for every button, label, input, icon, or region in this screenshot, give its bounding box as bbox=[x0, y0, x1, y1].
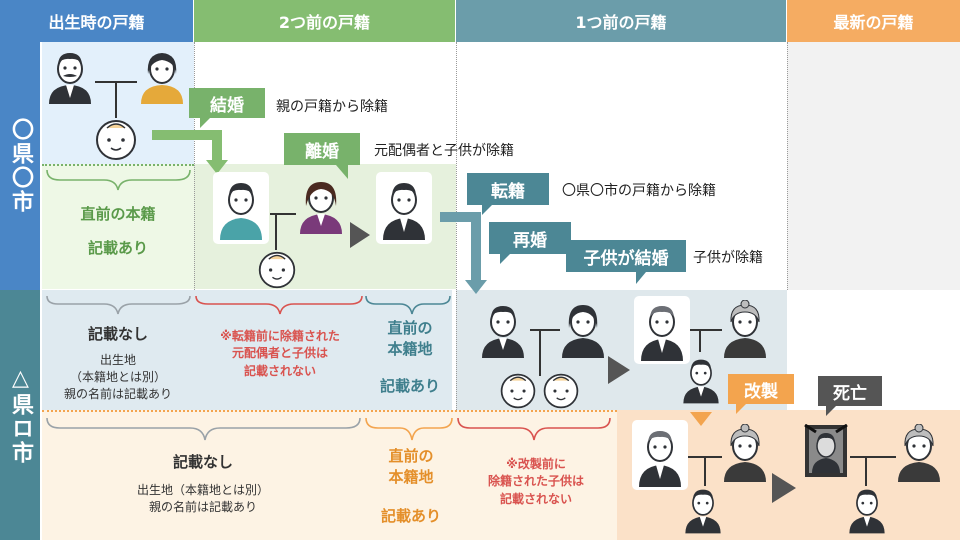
note-divorce: 元配偶者と子供が除籍 bbox=[374, 143, 514, 159]
latest-child-icon bbox=[682, 484, 724, 534]
brace-sankaku-prev bbox=[365, 295, 451, 315]
child-icon bbox=[256, 250, 298, 290]
note-maru-birth-title: 直前の本籍 bbox=[80, 205, 156, 223]
arrow-marriage bbox=[152, 130, 222, 162]
baby-twin-2-icon bbox=[541, 372, 581, 410]
divorced-husband-icon bbox=[376, 172, 432, 244]
tag-remake-tail bbox=[736, 404, 746, 414]
tag-marriage: 結婚 bbox=[189, 88, 265, 118]
new-wife-icon bbox=[558, 300, 608, 358]
older-husband-icon bbox=[634, 296, 690, 364]
tag-death-tail bbox=[826, 406, 836, 416]
zone-sankaku-upper bbox=[42, 290, 452, 410]
tag-transfer: 転籍 bbox=[467, 173, 549, 205]
divider-dotted-2 bbox=[456, 42, 457, 410]
divider-dotted-1 bbox=[194, 42, 195, 290]
latest-husband-icon bbox=[632, 420, 688, 490]
note-sankaku-birth-title: 記載なし bbox=[87, 325, 148, 343]
note-remake-warning: ※改製前に 除籍された子供は 記載されない bbox=[487, 457, 584, 506]
note-transfer-warning: ※転籍前に除籍された 元配偶者と子供は 記載されない bbox=[220, 329, 340, 378]
header-latest: 最新の戸籍 bbox=[787, 0, 960, 42]
row-label-maru-text: 〇県〇市 bbox=[8, 118, 33, 214]
tag-remake: 改製 bbox=[728, 374, 794, 404]
note-maru-birth-sub: 記載あり bbox=[87, 239, 148, 257]
baby-twin-1-icon bbox=[498, 372, 538, 410]
brace-bottom-none bbox=[46, 417, 361, 441]
adult-child-icon bbox=[680, 354, 722, 404]
brace-maru-birth bbox=[46, 169, 191, 191]
note-bottom-none-title: 記載なし bbox=[172, 453, 233, 471]
row-label-sankaku: △県ロ市 bbox=[0, 290, 40, 540]
tag-child-marriage: 子供が結婚 bbox=[566, 240, 686, 272]
note-bottom-none-detail: 出生地（本籍地とは別） 親の名前は記載あり bbox=[136, 483, 269, 514]
header-birth: 出生時の戸籍 bbox=[0, 0, 193, 42]
note-bottom-prev-sub: 記載あり bbox=[380, 507, 441, 525]
tag-divorce: 離婚 bbox=[284, 133, 360, 165]
mother-icon bbox=[137, 48, 187, 104]
note-sankaku-prev-title: 直前の 本籍地 bbox=[387, 319, 433, 358]
zone-maru-latest bbox=[787, 42, 960, 290]
zone-sankaku-lower bbox=[42, 410, 617, 540]
arrow-remake bbox=[690, 412, 712, 426]
tag-remarriage-tail bbox=[500, 254, 510, 264]
husband-icon bbox=[213, 172, 269, 244]
note-sankaku-prev-sub: 記載あり bbox=[379, 377, 440, 395]
note-sankaku-birth-detail: 出生地 （本籍地とは別） 親の名前は記載あり bbox=[63, 353, 172, 401]
widow-icon bbox=[894, 424, 944, 482]
remarried-husband-icon bbox=[478, 300, 528, 358]
tag-divorce-tail bbox=[336, 165, 348, 179]
tag-child-marriage-tail bbox=[636, 272, 646, 284]
header-one-before: 1つ前の戸籍 bbox=[456, 0, 786, 42]
ex-wife-icon bbox=[296, 176, 346, 234]
divider-dotted-3 bbox=[787, 42, 788, 290]
note-transfer: 〇県〇市の戸籍から除籍 bbox=[562, 183, 716, 199]
header-two-before: 2つ前の戸籍 bbox=[194, 0, 455, 42]
tag-death: 死亡 bbox=[818, 376, 882, 406]
father-icon bbox=[45, 48, 95, 104]
tag-transfer-tail bbox=[482, 205, 492, 215]
arrow-transfer bbox=[440, 212, 481, 282]
latest-wife-icon bbox=[720, 424, 770, 482]
brace-remake-warning bbox=[457, 417, 611, 441]
row-label-maru: 〇県〇市 bbox=[0, 42, 40, 290]
note-child-marriage: 子供が除籍 bbox=[693, 250, 763, 266]
brace-bottom-prev bbox=[365, 417, 453, 441]
note-bottom-prev-title: 直前の 本籍地 bbox=[388, 447, 434, 486]
row-label-sankaku-text: △県ロ市 bbox=[8, 365, 33, 465]
latest-child-2-icon bbox=[846, 484, 888, 534]
tag-remarriage: 再婚 bbox=[489, 222, 571, 254]
older-wife-icon bbox=[720, 300, 770, 358]
memorial-portrait-icon bbox=[804, 424, 848, 478]
brace-transfer-warning bbox=[195, 295, 363, 315]
tag-marriage-tail bbox=[200, 118, 210, 128]
zone-maru-birth-note bbox=[42, 164, 194, 289]
baby-icon bbox=[93, 118, 139, 162]
note-marriage: 親の戸籍から除籍 bbox=[276, 99, 388, 115]
brace-sankaku-birth bbox=[46, 295, 191, 315]
